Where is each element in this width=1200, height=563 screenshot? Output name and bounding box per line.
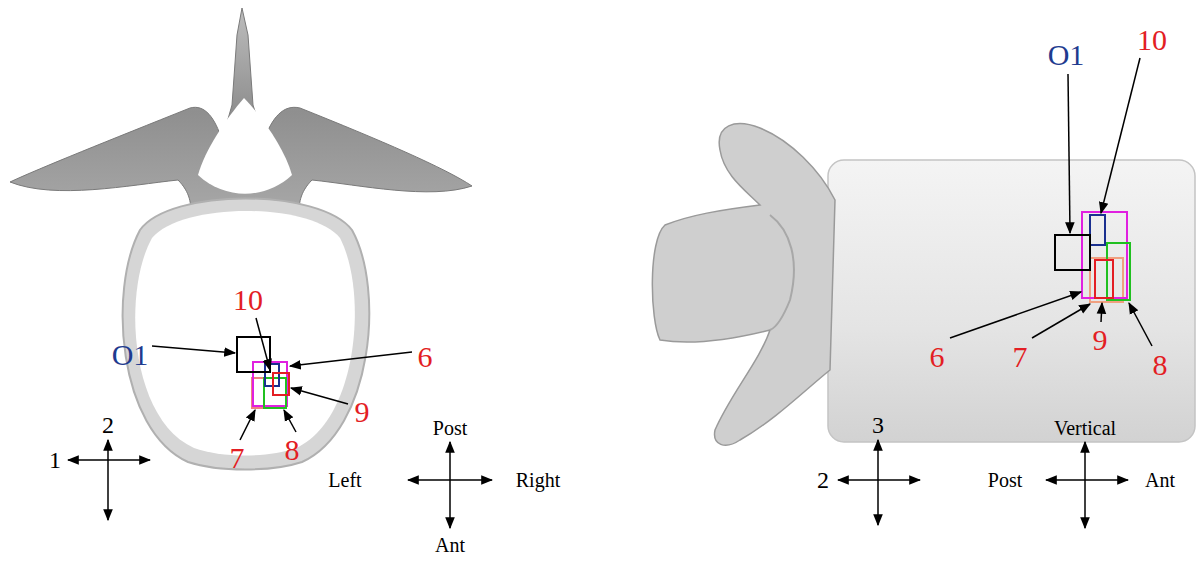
axis-label: 2 xyxy=(817,468,829,492)
view-label: O1 xyxy=(1048,40,1085,70)
callout-number: 8 xyxy=(285,435,300,465)
callout-number: 10 xyxy=(233,285,263,315)
direction-label: Post xyxy=(988,470,1022,490)
axis-arrows xyxy=(68,440,492,528)
axial-vertebra xyxy=(10,8,472,470)
axis-label: 2 xyxy=(102,413,114,437)
direction-label: Left xyxy=(328,470,361,490)
leader-lines xyxy=(950,58,1152,346)
region-boxes xyxy=(1055,212,1130,302)
direction-label: Ant xyxy=(1145,470,1175,490)
direction-label: Right xyxy=(516,470,560,490)
direction-label: Ant xyxy=(435,535,465,555)
axis-label: 1 xyxy=(49,448,61,472)
leader-lines xyxy=(152,318,412,440)
direction-label: Vertical xyxy=(1054,418,1116,438)
region-boxes xyxy=(237,337,289,408)
callout-number: 7 xyxy=(230,443,245,473)
callout-number: 6 xyxy=(930,342,945,372)
callout-number: 8 xyxy=(1153,350,1168,380)
callout-number: 6 xyxy=(418,342,433,372)
callout-number: 7 xyxy=(1013,342,1028,372)
direction-label: Post xyxy=(433,418,467,438)
callout-number: 9 xyxy=(355,397,370,427)
axis-label: 3 xyxy=(872,413,884,437)
sagittal-vertebra xyxy=(652,124,1195,446)
axis-arrows xyxy=(838,440,1128,528)
callout-number: 9 xyxy=(1093,325,1108,355)
view-label: O1 xyxy=(112,340,149,370)
callout-number: 10 xyxy=(1137,25,1167,55)
